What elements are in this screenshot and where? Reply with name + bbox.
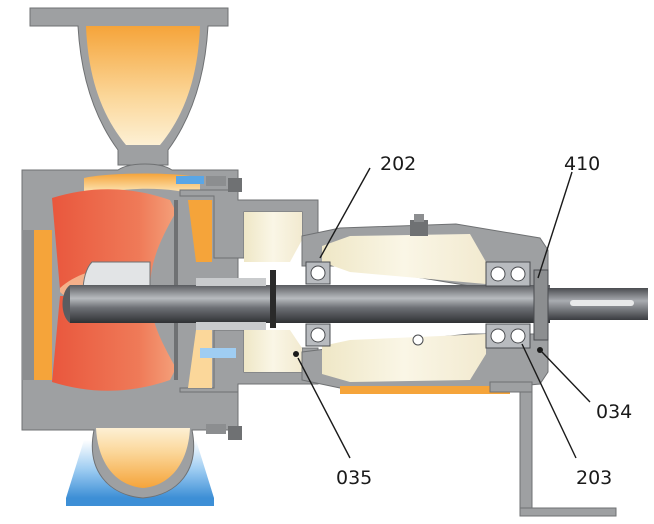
bearing-inboard (305, 261, 331, 347)
callout-034: 034 (596, 401, 632, 423)
seal-point-035 (293, 351, 299, 357)
casing-cover (176, 176, 319, 440)
leader-lines (297, 167, 591, 459)
oil-level-indicator (412, 334, 424, 346)
shaft-seal (196, 270, 276, 330)
bearing-outboard (485, 261, 549, 349)
leader-line-202 (319, 167, 371, 259)
support-foot (489, 381, 617, 517)
leader-line-035 (297, 357, 351, 459)
callout-202: 202 (380, 153, 416, 175)
leader-line-203 (521, 343, 577, 459)
leader-line-410 (537, 171, 573, 279)
callout-035: 035 (336, 467, 372, 489)
shaft (62, 285, 648, 323)
callout-410: 410 (564, 153, 600, 175)
callout-203: 203 (576, 467, 612, 489)
leader-line-034 (541, 351, 591, 403)
seal-point-034 (537, 347, 543, 353)
